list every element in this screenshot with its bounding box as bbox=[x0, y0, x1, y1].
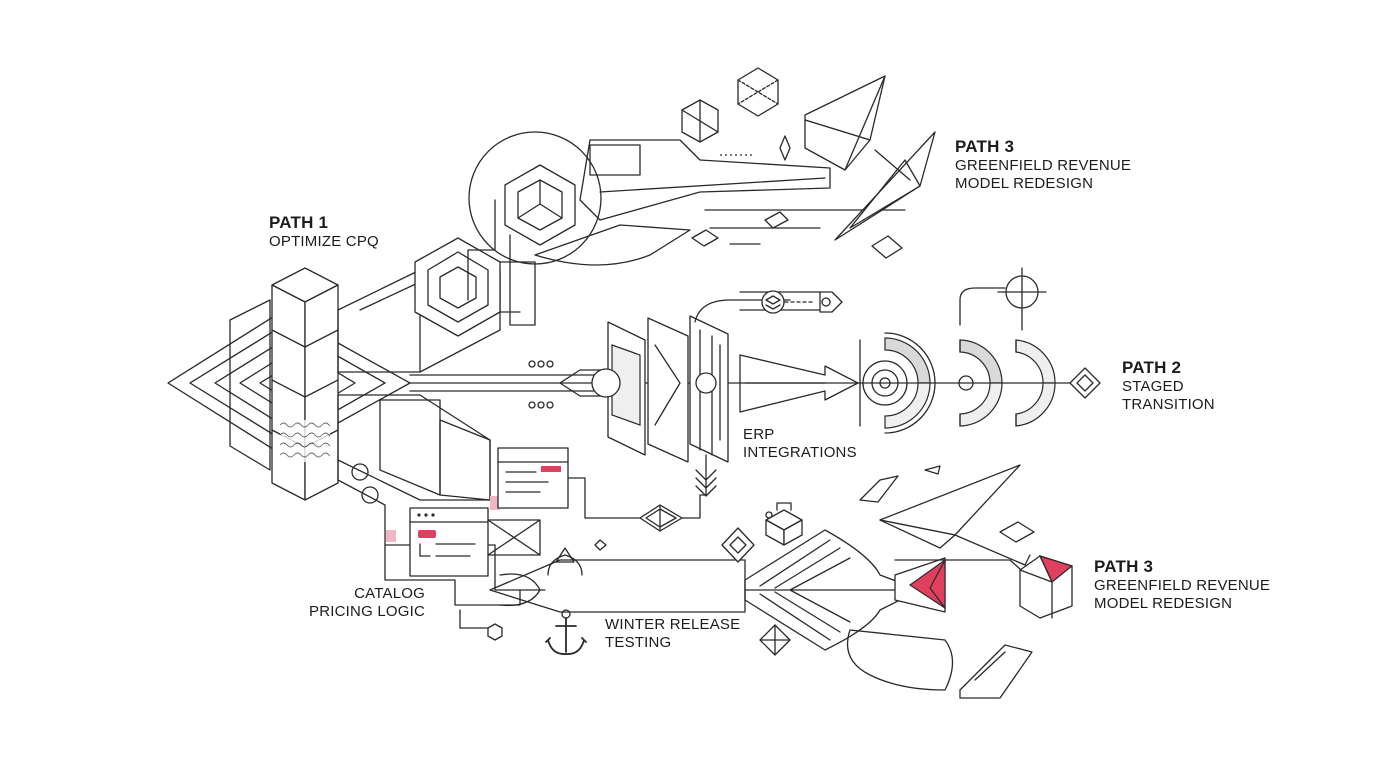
path3-top-label: PATH 3 GREENFIELD REVENUE MODEL REDESIGN bbox=[955, 136, 1131, 193]
winter-release-label: WINTER RELEASE TESTING bbox=[605, 616, 740, 652]
path2-label: PATH 2 STAGED TRANSITION bbox=[1122, 357, 1215, 414]
lower-floating-shapes bbox=[545, 465, 1035, 656]
erp-label: ERP INTEGRATIONS bbox=[743, 426, 857, 462]
path3-bottom-title: PATH 3 bbox=[1094, 557, 1154, 576]
path1-subtitle: OPTIMIZE CPQ bbox=[269, 233, 379, 250]
path3-bottom-line1: GREENFIELD REVENUE bbox=[1094, 577, 1271, 594]
path1-label: PATH 1 OPTIMIZE CPQ bbox=[269, 212, 379, 251]
winter-line1: WINTER RELEASE bbox=[605, 616, 741, 633]
path1-title: PATH 1 bbox=[269, 213, 329, 232]
erp-panels bbox=[591, 290, 843, 497]
path3-top-arrow bbox=[534, 75, 936, 266]
catalog-line1: CATALOG bbox=[354, 585, 425, 602]
path3-bottom-arrow bbox=[489, 464, 1074, 699]
left-tower-blocks bbox=[271, 267, 339, 501]
path3-top-title: PATH 3 bbox=[955, 137, 1015, 156]
path2-target-rings bbox=[859, 267, 1101, 434]
path3-top-line2: MODEL REDESIGN bbox=[955, 175, 1094, 192]
nested-hexagon-blocks bbox=[414, 131, 602, 337]
catalog-connectors bbox=[384, 477, 707, 641]
erp-line1: ERP bbox=[743, 426, 775, 443]
erp-line2: INTEGRATIONS bbox=[743, 444, 857, 461]
path2-mid-arrow bbox=[739, 354, 859, 413]
catalog-label: CATALOG PRICING LOGIC bbox=[300, 585, 425, 621]
path3-bottom-label: PATH 3 GREENFIELD REVENUE MODEL REDESIGN bbox=[1094, 556, 1270, 613]
catalog-windows bbox=[351, 447, 569, 577]
top-floating-shapes bbox=[681, 67, 903, 259]
path2-line1: STAGED bbox=[1122, 378, 1184, 395]
path3-top-line1: GREENFIELD REVENUE bbox=[955, 157, 1132, 174]
catalog-line2: PRICING LOGIC bbox=[309, 603, 425, 620]
winter-line2: TESTING bbox=[605, 634, 672, 651]
path2-line2: TRANSITION bbox=[1122, 396, 1215, 413]
path3-bottom-line2: MODEL REDESIGN bbox=[1094, 595, 1233, 612]
path2-title: PATH 2 bbox=[1122, 358, 1182, 377]
